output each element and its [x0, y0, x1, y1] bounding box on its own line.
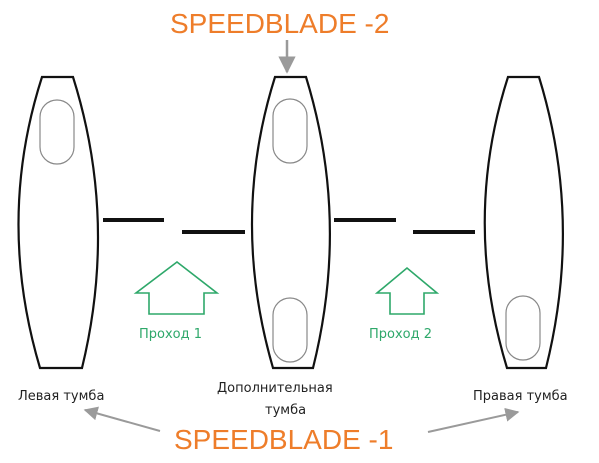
- speedblade-arms: [103, 218, 475, 234]
- middle-pedestal-window-bottom: [272, 297, 308, 363]
- passage-1-label: Проход 1: [139, 327, 202, 342]
- passage-2-label: Проход 2: [369, 327, 432, 342]
- blade-left-upper: [103, 218, 164, 222]
- title-top: SPEEDBLADE -2: [170, 8, 389, 39]
- left-pedestal-label: Левая тумба: [18, 389, 104, 404]
- blade-right-lower: [413, 230, 475, 234]
- blade-left-lower: [182, 230, 245, 234]
- middle-pedestal-window-top: [272, 98, 308, 164]
- middle-pedestal: [250, 75, 331, 370]
- left-pedestal-window: [39, 99, 75, 165]
- right-pedestal-label: Правая тумба: [473, 389, 568, 404]
- left-pedestal: [17, 75, 100, 370]
- right-pedestal: [483, 75, 564, 370]
- bottom-left-pointer-arrow-icon: [83, 406, 161, 432]
- title-bottom: SPEEDBLADE -1: [174, 424, 393, 455]
- blade-right-upper: [334, 218, 396, 222]
- passage-1-arrow-icon: [133, 260, 220, 315]
- passage-2-arrow-icon: [374, 266, 440, 315]
- right-pedestal-window: [505, 295, 541, 361]
- middle-pedestal-label-line1: Дополнительная: [217, 381, 333, 396]
- bottom-right-pointer-arrow-icon: [427, 407, 520, 433]
- middle-pedestal-label-line2: тумба: [265, 403, 306, 418]
